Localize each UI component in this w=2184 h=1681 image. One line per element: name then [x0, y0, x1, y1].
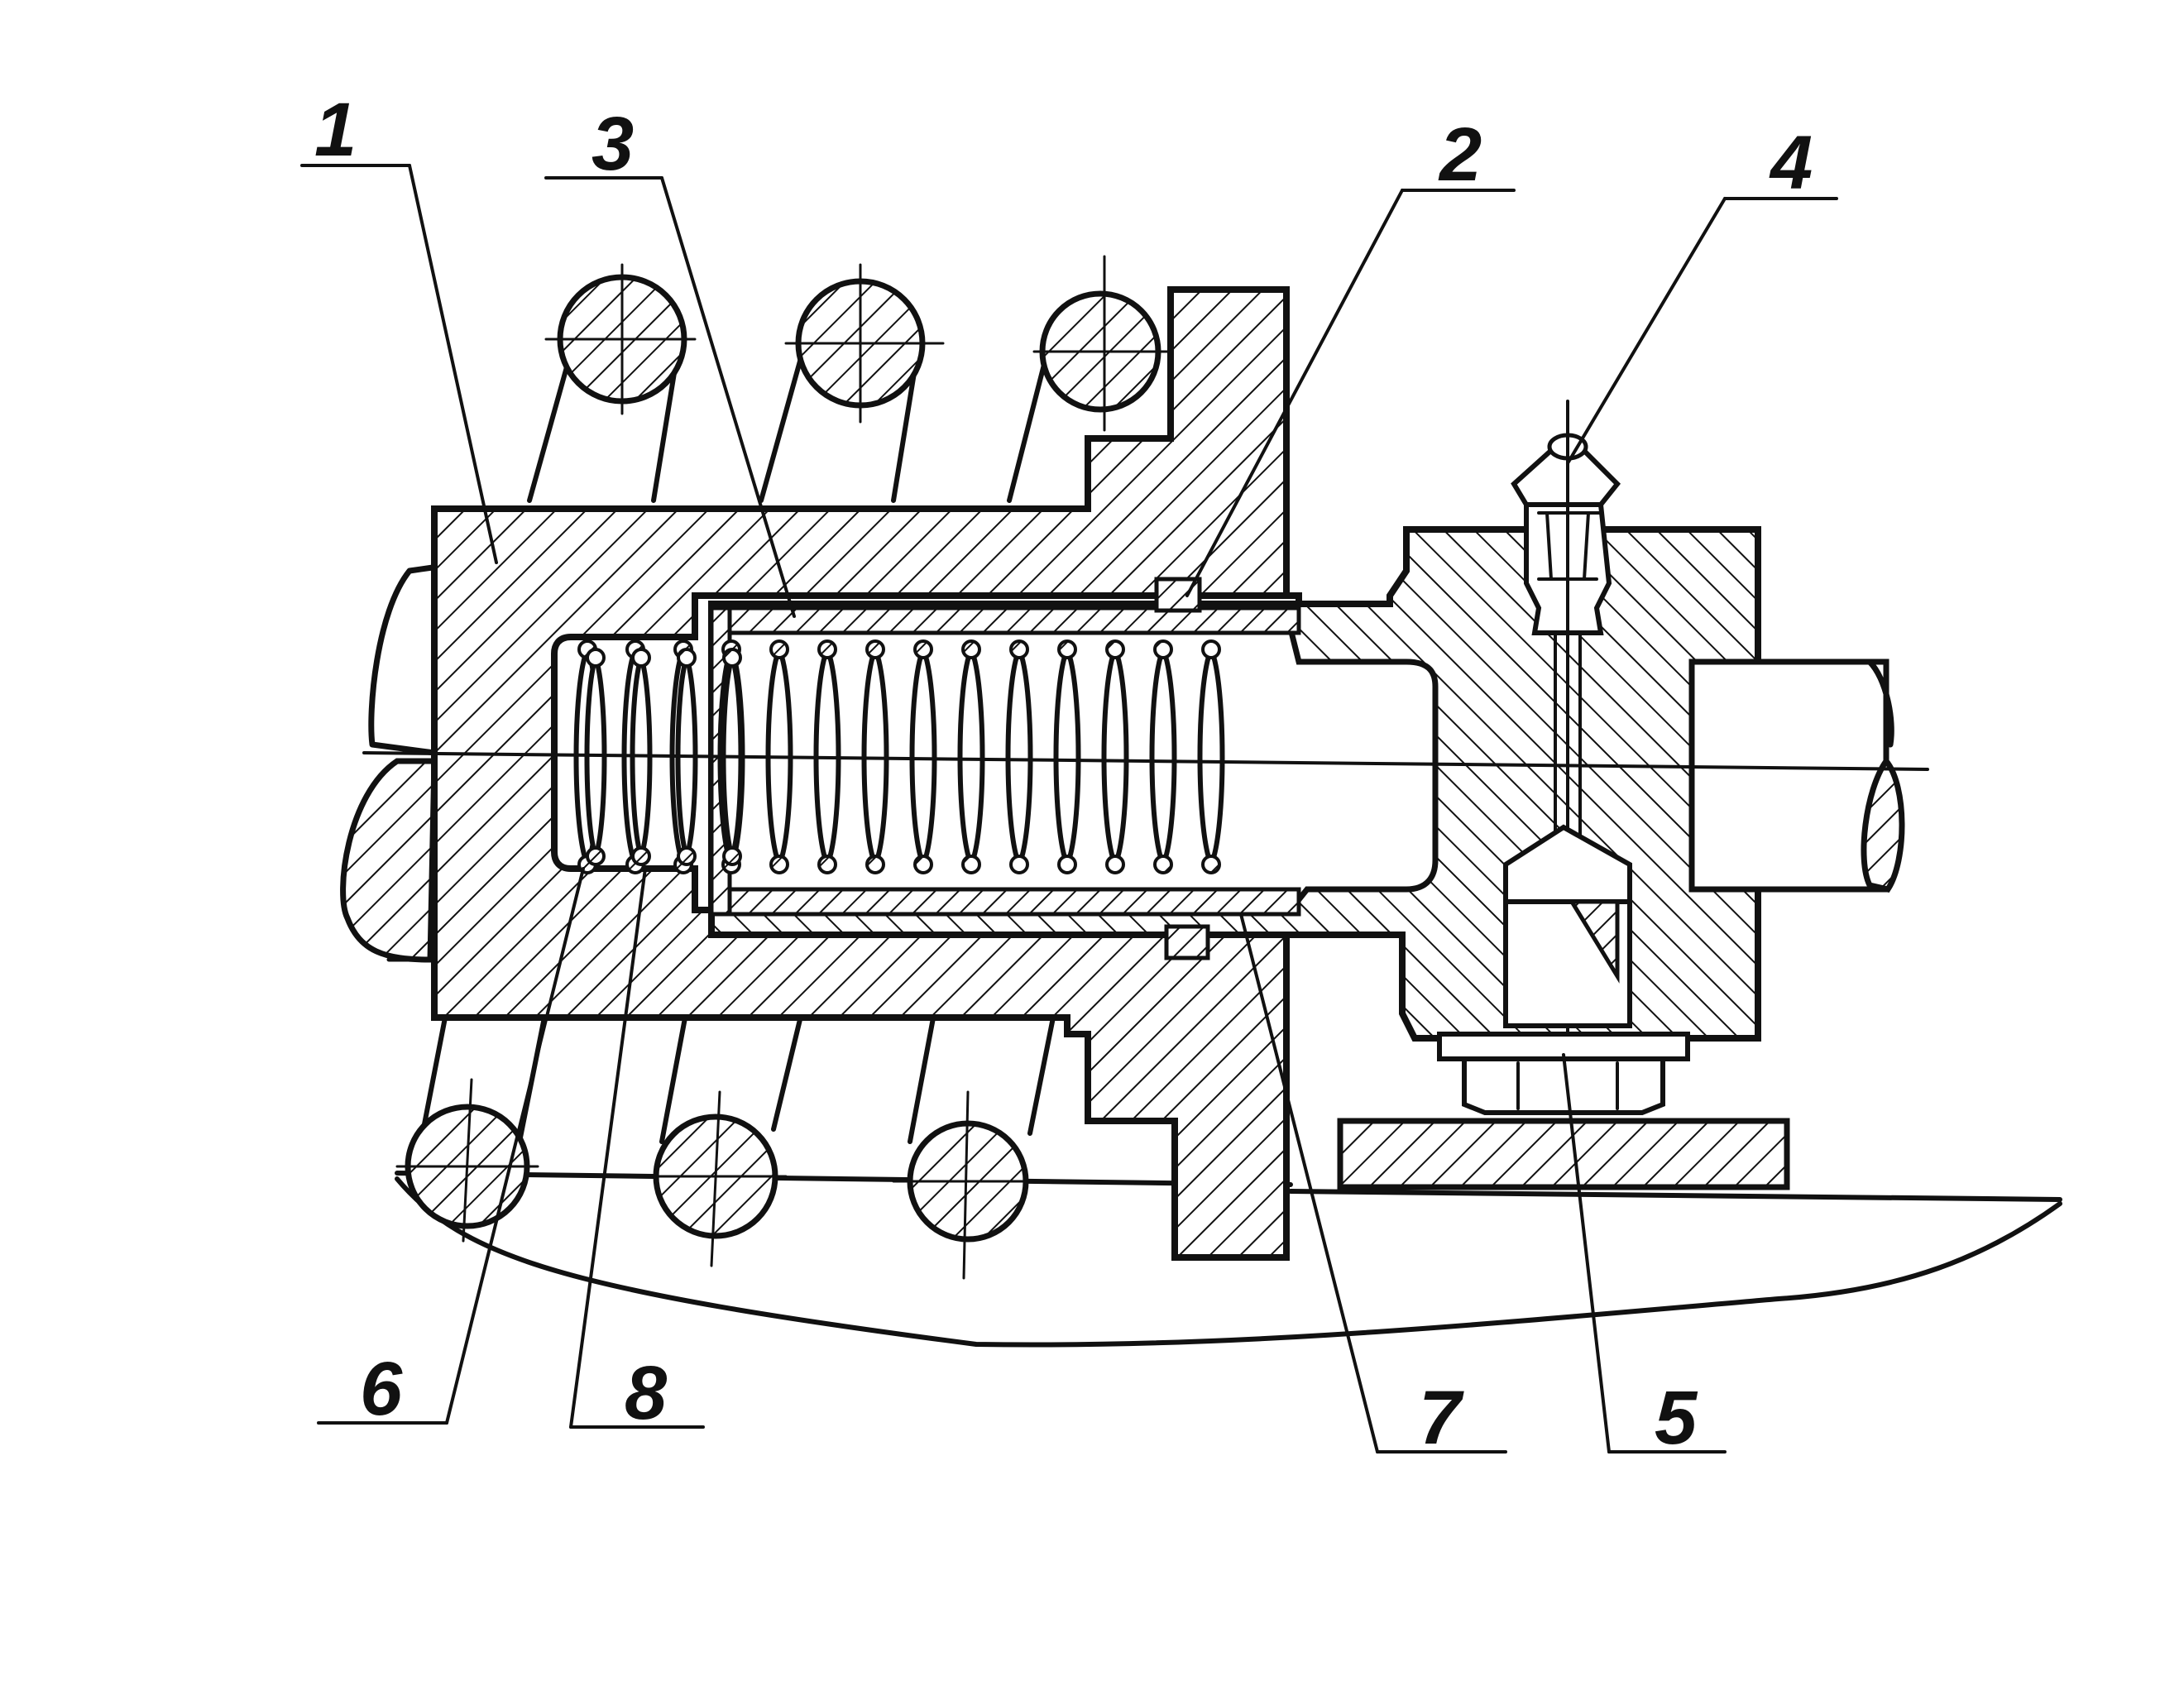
outer-spring-lower [395, 1007, 1057, 1280]
center-line [362, 751, 1929, 771]
callout-labels: 1 2 3 4 5 6 7 8 [314, 88, 1813, 1460]
part-4-grease-nipple [1511, 400, 1621, 1114]
spring-wire-section [961, 855, 981, 874]
spring-coil [909, 643, 937, 871]
spring-coil [1197, 643, 1225, 871]
spring-wire-section [1105, 639, 1125, 659]
spring-wire-section [1057, 855, 1077, 874]
spring-wire-section [631, 648, 651, 668]
callout-2: 2 [1438, 113, 1482, 197]
spring-coil [1053, 643, 1081, 871]
spring-wire-section [586, 648, 606, 668]
spring-wire-section [1153, 855, 1173, 874]
spring-wire-section [722, 648, 742, 668]
callout-4: 4 [1769, 121, 1813, 205]
spring-wire-section [1009, 855, 1029, 874]
leader-lines [300, 164, 1838, 1454]
spring-coil [1101, 643, 1129, 871]
base-profile [395, 1171, 2062, 1348]
spring-wire-section [913, 855, 933, 874]
spring-wire-section [913, 639, 933, 659]
spring-wire-section [817, 639, 837, 659]
left-shaft [340, 563, 442, 963]
spring-coil [1149, 643, 1177, 871]
callout-3: 3 [592, 102, 634, 186]
spring-wire-section [1105, 855, 1125, 874]
spring-wire-section [865, 855, 885, 874]
inner-springs [573, 639, 1225, 874]
spring-wire-section [1153, 639, 1173, 659]
spring-coil [1005, 643, 1033, 871]
spring-wire-section [817, 855, 837, 874]
spring-wire-section [586, 846, 606, 866]
spring-wire-section [865, 639, 885, 659]
callout-5: 5 [1655, 1376, 1698, 1460]
callout-7: 7 [1419, 1376, 1464, 1460]
outer-spring-upper [527, 255, 1176, 503]
callout-8: 8 [625, 1351, 668, 1435]
spring-wire-section [769, 855, 789, 874]
spring-wire-section [1201, 855, 1221, 874]
spring-wire-section [961, 639, 981, 659]
spring-wire-section [1201, 639, 1221, 659]
callout-1: 1 [314, 88, 357, 172]
part-5-valve [1337, 824, 1790, 1190]
spring-coil [957, 643, 985, 871]
callout-6: 6 [360, 1347, 403, 1431]
spring-wire-section [769, 639, 789, 659]
spring-wire-section [722, 846, 742, 866]
spring-wire-section [631, 846, 651, 866]
spring-wire-section [677, 846, 697, 866]
spring-wire-section [1009, 639, 1029, 659]
spring-wire-section [677, 648, 697, 668]
spring-wire-section [1057, 639, 1077, 659]
